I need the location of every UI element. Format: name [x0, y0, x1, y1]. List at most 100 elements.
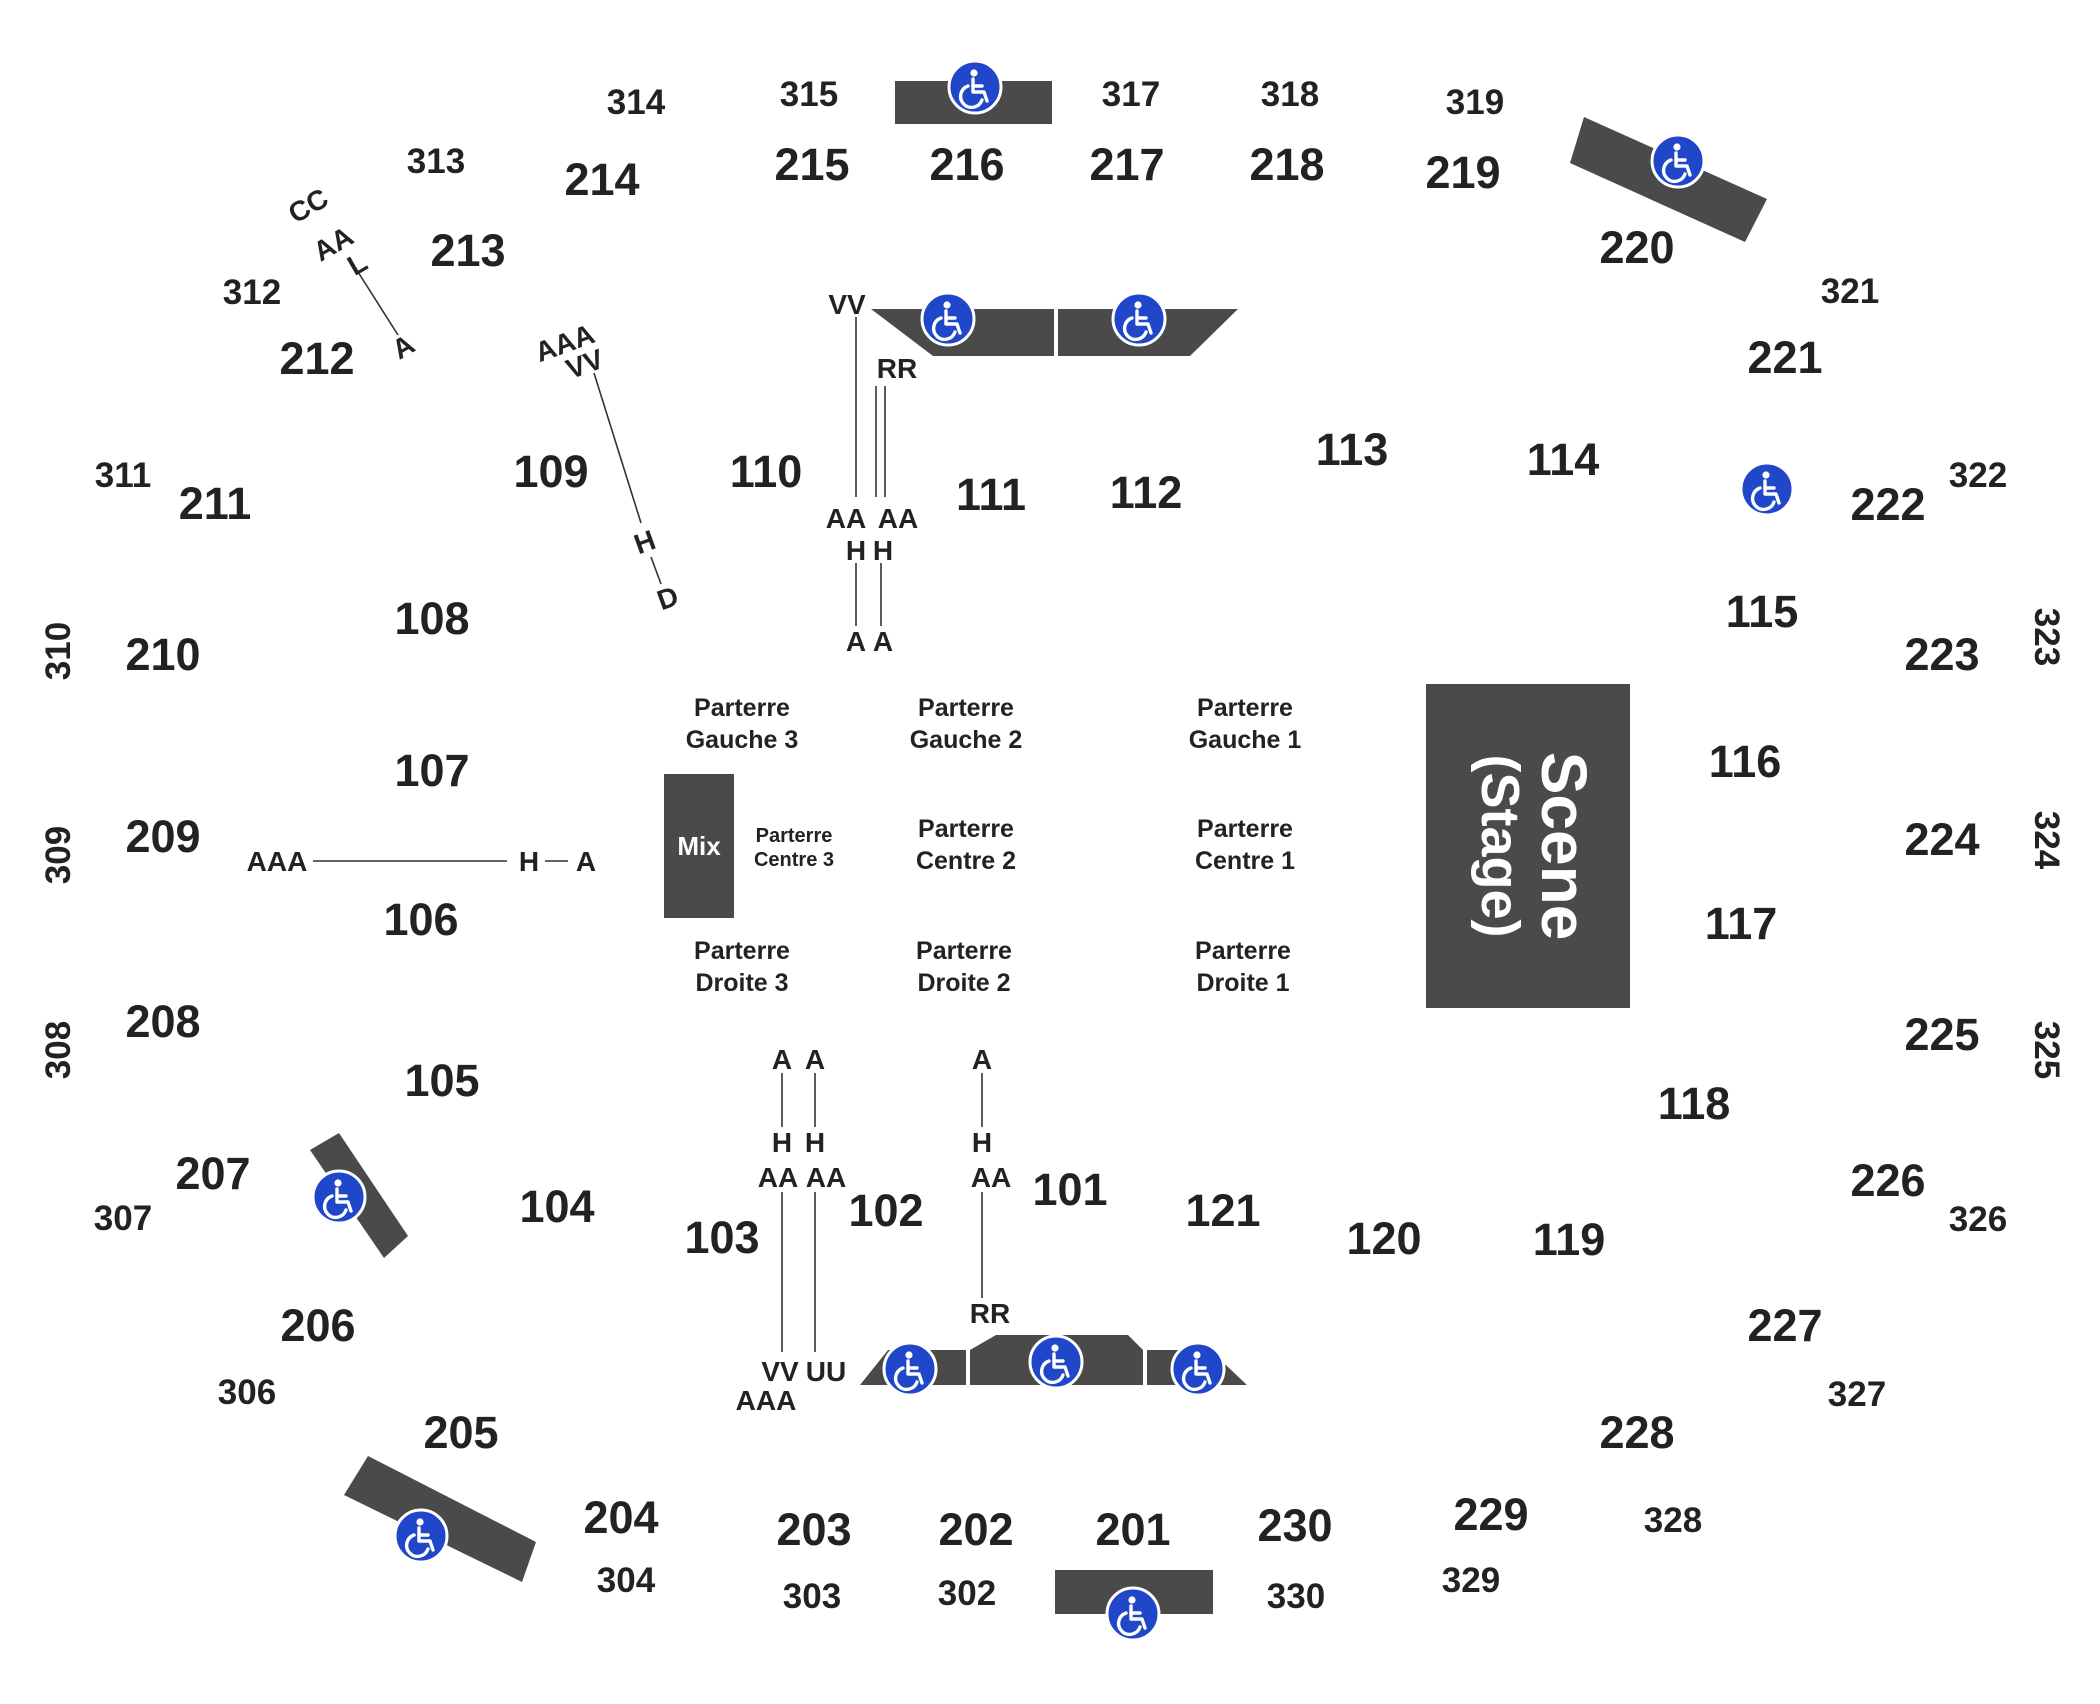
section-321[interactable]: 321	[1821, 272, 1879, 311]
section-309[interactable]: 309	[39, 826, 78, 884]
section-312[interactable]: 312	[223, 273, 281, 312]
section-308[interactable]: 308	[39, 1021, 78, 1079]
section-324[interactable]: 324	[2027, 811, 2066, 870]
section-328[interactable]: 328	[1644, 1501, 1702, 1540]
svg-text:A: A	[387, 328, 420, 365]
wheelchair-icon	[1028, 1334, 1084, 1390]
section-314[interactable]: 314	[607, 83, 666, 122]
section-225[interactable]: 225	[1904, 1009, 1979, 1060]
section-226[interactable]: 226	[1850, 1155, 1925, 1206]
section-106[interactable]: 106	[383, 894, 458, 945]
svg-text:Droite 3: Droite 3	[695, 969, 788, 997]
section-222[interactable]: 222	[1850, 479, 1925, 530]
section-112[interactable]: 112	[1110, 467, 1183, 518]
section-307[interactable]: 307	[94, 1199, 152, 1238]
section-325[interactable]: 325	[2027, 1021, 2066, 1079]
floor-centre-1[interactable]: Parterre Centre 1	[1195, 815, 1295, 875]
floor-droite-2[interactable]: Parterre Droite 2	[916, 937, 1012, 997]
svg-text:AA: AA	[806, 1162, 846, 1193]
section-326[interactable]: 326	[1949, 1200, 2007, 1239]
section-327[interactable]: 327	[1828, 1375, 1886, 1414]
section-208[interactable]: 208	[125, 996, 200, 1047]
section-121[interactable]: 121	[1185, 1185, 1260, 1236]
section-114[interactable]: 114	[1527, 434, 1600, 485]
section-203[interactable]: 203	[776, 1504, 851, 1555]
section-224[interactable]: 224	[1904, 814, 1979, 865]
section-201[interactable]: 201	[1095, 1504, 1170, 1555]
section-219[interactable]: 219	[1425, 147, 1500, 198]
section-118[interactable]: 118	[1658, 1078, 1731, 1129]
section-230[interactable]: 230	[1257, 1500, 1332, 1551]
section-217[interactable]: 217	[1089, 139, 1164, 190]
section-317[interactable]: 317	[1102, 75, 1160, 114]
section-109[interactable]: 109	[513, 446, 588, 497]
section-214[interactable]: 214	[564, 154, 639, 205]
section-220[interactable]: 220	[1599, 222, 1674, 273]
floor-centre-2[interactable]: Parterre Centre 2	[916, 815, 1016, 875]
section-105[interactable]: 105	[404, 1055, 479, 1106]
section-103[interactable]: 103	[684, 1212, 759, 1263]
section-108[interactable]: 108	[394, 593, 469, 644]
section-209[interactable]: 209	[125, 811, 200, 862]
section-204[interactable]: 204	[583, 1492, 658, 1543]
section-216[interactable]: 216	[929, 139, 1004, 190]
section-330[interactable]: 330	[1267, 1577, 1325, 1616]
floor-centre-3[interactable]: Parterre Centre 3	[754, 825, 834, 871]
section-311[interactable]: 311	[95, 456, 151, 495]
section-318[interactable]: 318	[1261, 75, 1319, 114]
section-329[interactable]: 329	[1442, 1561, 1500, 1600]
section-303[interactable]: 303	[783, 1577, 841, 1616]
wheelchair-icon	[1650, 133, 1706, 189]
section-116[interactable]: 116	[1709, 736, 1782, 787]
section-110[interactable]: 110	[730, 446, 803, 497]
section-310[interactable]: 310	[39, 622, 78, 680]
section-117[interactable]: 117	[1705, 898, 1778, 949]
section-102[interactable]: 102	[848, 1185, 923, 1236]
section-302[interactable]: 302	[938, 1574, 996, 1613]
floor-droite-1[interactable]: Parterre Droite 1	[1195, 937, 1291, 997]
wheelchair-icon	[882, 1341, 938, 1397]
floor-gauche-1[interactable]: Parterre Gauche 1	[1189, 694, 1302, 754]
section-210[interactable]: 210	[125, 629, 200, 680]
section-221[interactable]: 221	[1747, 332, 1822, 383]
svg-text:UU: UU	[806, 1356, 846, 1387]
section-227[interactable]: 227	[1747, 1300, 1822, 1351]
floor-gauche-2[interactable]: Parterre Gauche 2	[910, 694, 1023, 754]
sections-200-level: 201 202 203 204 205 206 207 208 209 210 …	[125, 139, 1979, 1555]
section-107[interactable]: 107	[394, 745, 469, 796]
section-218[interactable]: 218	[1249, 139, 1324, 190]
section-101[interactable]: 101	[1032, 1164, 1107, 1215]
section-120[interactable]: 120	[1346, 1213, 1421, 1264]
stage[interactable]: Scene (Stage)	[1426, 684, 1630, 1008]
section-111[interactable]: 111	[956, 469, 1026, 520]
section-206[interactable]: 206	[280, 1300, 355, 1351]
section-213[interactable]: 213	[430, 225, 505, 276]
section-313[interactable]: 313	[407, 142, 465, 181]
svg-text:Droite 1: Droite 1	[1196, 969, 1289, 997]
floor-gauche-3[interactable]: Parterre Gauche 3	[686, 694, 799, 754]
section-315[interactable]: 315	[780, 75, 838, 114]
section-319[interactable]: 319	[1446, 83, 1504, 122]
section-113[interactable]: 113	[1316, 424, 1389, 475]
wheelchair-icon	[1170, 1341, 1226, 1397]
section-207[interactable]: 207	[175, 1148, 250, 1199]
section-212[interactable]: 212	[279, 333, 354, 384]
section-306[interactable]: 306	[218, 1373, 276, 1412]
wheelchair-icon	[1105, 1586, 1161, 1642]
section-223[interactable]: 223	[1904, 629, 1979, 680]
section-115[interactable]: 115	[1726, 586, 1799, 637]
section-304[interactable]: 304	[597, 1561, 656, 1600]
section-211[interactable]: 211	[179, 478, 252, 529]
svg-text:AA: AA	[878, 503, 918, 534]
svg-text:Parterre: Parterre	[1197, 815, 1293, 843]
section-104[interactable]: 104	[519, 1181, 594, 1232]
section-322[interactable]: 322	[1949, 456, 2007, 495]
section-202[interactable]: 202	[938, 1504, 1013, 1555]
section-119[interactable]: 119	[1533, 1214, 1606, 1265]
section-228[interactable]: 228	[1599, 1407, 1674, 1458]
section-205[interactable]: 205	[423, 1407, 498, 1458]
floor-droite-3[interactable]: Parterre Droite 3	[694, 937, 790, 997]
section-229[interactable]: 229	[1453, 1489, 1528, 1540]
section-323[interactable]: 323	[2027, 608, 2066, 666]
section-215[interactable]: 215	[774, 139, 849, 190]
